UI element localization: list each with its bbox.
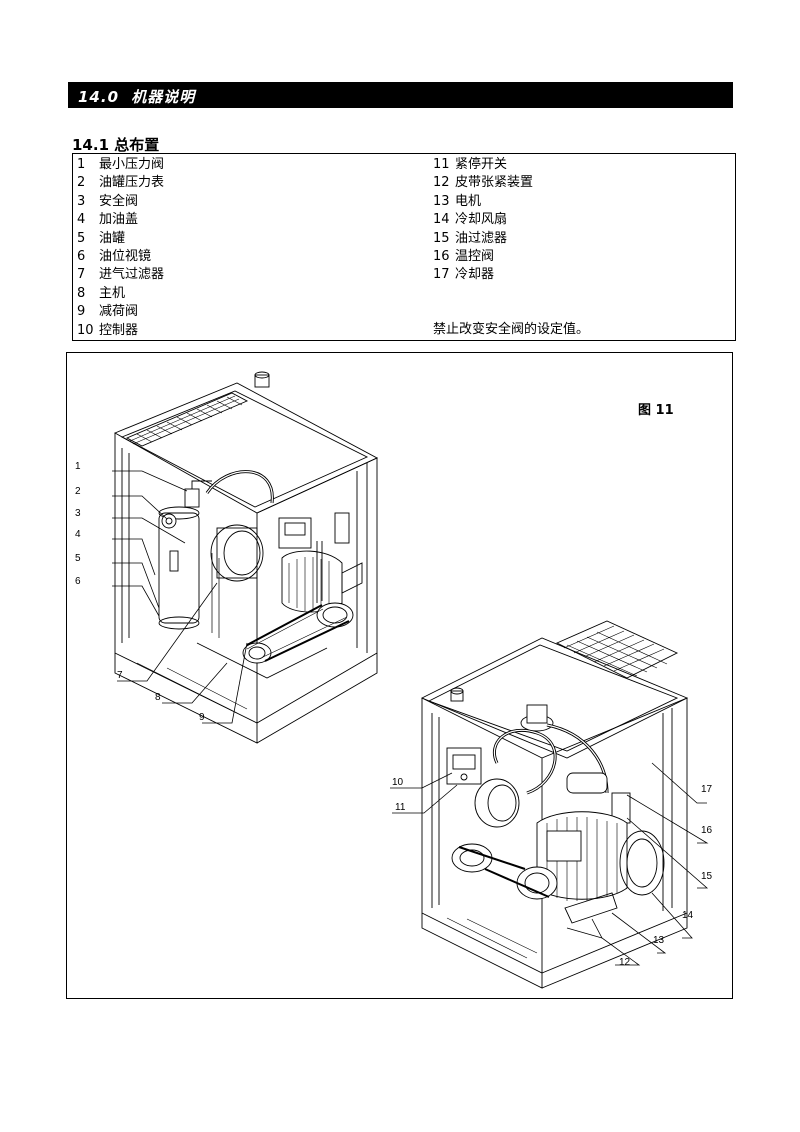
part-number: 5 (77, 230, 86, 246)
figure-label: 图 11 (638, 403, 674, 418)
part-name: 冷却器 (455, 267, 495, 283)
part-number: 9 (77, 304, 86, 320)
part-number: 17 (433, 267, 450, 283)
list-item: 12 皮带张紧装置 (433, 174, 533, 192)
list-item: 13 电机 (433, 193, 533, 211)
part-name: 油位视镜 (99, 249, 152, 265)
part-number: 14 (433, 212, 450, 228)
right-callout-leaders (390, 762, 709, 966)
part-number: 13 (433, 193, 450, 209)
part-name: 皮带张紧装置 (455, 175, 534, 191)
callout-4: 4 (75, 529, 81, 540)
part-number: 2 (77, 175, 86, 191)
part-number: 10 (77, 322, 94, 338)
part-number: 1 (77, 157, 86, 172)
subsection-number: 14.1 (72, 136, 110, 154)
part-number: 4 (77, 212, 86, 228)
list-item: 7 进气过滤器 (77, 266, 164, 284)
part-name: 进气过滤器 (99, 267, 165, 283)
section-number: 14.0 (78, 88, 120, 106)
list-item: 17 冷却器 (433, 266, 533, 284)
callout-8: 8 (155, 692, 161, 703)
part-name: 主机 (99, 285, 126, 301)
list-item: 9 减荷阀 (77, 303, 164, 321)
list-item: 4 加油盖 (77, 211, 164, 229)
part-name: 安全阀 (99, 193, 139, 209)
callout-1: 1 (75, 461, 81, 472)
parts-list-right: 11 紧停开关 12 皮带张紧装置 13 电机 14 冷却风扇 15 油过滤器 16 温控阀… (433, 156, 533, 285)
subsection-heading: 14.1 总布置 (72, 134, 159, 155)
part-number: 16 (433, 249, 450, 265)
callout-13: 13 (653, 935, 665, 946)
part-number: 8 (77, 285, 86, 301)
callout-7: 7 (117, 670, 123, 681)
right-callout-labels: 10 11 12 13 14 15 16 17 (392, 777, 713, 968)
part-name: 油罐 (99, 230, 126, 246)
list-item: 10 控制器 (77, 322, 164, 340)
part-name: 冷却风扇 (455, 212, 508, 228)
part-number: 7 (77, 267, 86, 283)
callout-16: 16 (701, 825, 713, 836)
list-item: 15 油过滤器 (433, 230, 533, 248)
section-title: 机器说明 (131, 88, 196, 106)
part-name: 油罐压力表 (99, 175, 165, 191)
list-item: 6 油位视镜 (77, 248, 164, 266)
callout-6: 6 (75, 576, 81, 587)
callout-15: 15 (701, 871, 713, 882)
list-item: 16 温控阀 (433, 248, 533, 266)
callout-5: 5 (75, 553, 81, 564)
left-callout-labels: 1 2 3 4 5 6 7 8 9 (75, 461, 205, 723)
part-number: 12 (433, 175, 450, 191)
subsection-title: 总布置 (114, 136, 160, 154)
part-name: 控制器 (99, 322, 139, 338)
left-callout-leaders (112, 470, 248, 724)
parts-list-box: 1 最小压力阀 2 油罐压力表 3 安全阀 4 加油盖 5 油罐 6 油位视镜 7 进气过滤器… (72, 153, 736, 341)
list-item: 11 紧停开关 (433, 156, 533, 174)
part-name: 电机 (455, 193, 482, 209)
list-item: 2 油罐压力表 (77, 174, 164, 192)
part-number: 6 (77, 249, 86, 265)
part-name: 减荷阀 (99, 304, 139, 320)
callout-9: 9 (199, 712, 205, 723)
part-number: 11 (433, 157, 450, 172)
part-number: 3 (77, 193, 86, 209)
right-machine-drawing (420, 620, 689, 989)
part-name: 油过滤器 (455, 230, 508, 246)
callout-10: 10 (392, 777, 404, 788)
part-name: 最小压力阀 (99, 157, 165, 172)
part-name: 紧停开关 (455, 157, 508, 172)
callout-12: 12 (619, 957, 631, 968)
list-item: 14 冷却风扇 (433, 211, 533, 229)
callout-14: 14 (682, 910, 694, 921)
callout-2: 2 (75, 486, 81, 497)
parts-list-left: 1 最小压力阀 2 油罐压力表 3 安全阀 4 加油盖 5 油罐 6 油位视镜 7 进气过滤器… (77, 156, 164, 340)
list-item: 3 安全阀 (77, 193, 164, 211)
callout-3: 3 (75, 508, 81, 519)
part-number: 15 (433, 230, 450, 246)
part-name: 加油盖 (99, 212, 139, 228)
part-name: 温控阀 (455, 249, 495, 265)
list-item: 8 主机 (77, 285, 164, 303)
list-item: 5 油罐 (77, 230, 164, 248)
safety-note: 禁止改变安全阀的设定值。 (433, 322, 590, 337)
compressor-drawing: 1 2 3 4 5 6 7 8 9 10 11 12 13 14 15 16 1… (75, 371, 713, 989)
left-machine-drawing (113, 371, 379, 744)
callout-11: 11 (395, 802, 406, 813)
list-item: 1 最小压力阀 (77, 156, 164, 174)
callout-17: 17 (701, 784, 713, 795)
figure-frame: 图 11 (66, 352, 733, 999)
section-header-bar: 14.0 机器说明 (68, 82, 733, 108)
section-heading: 14.0 机器说明 (78, 86, 195, 107)
